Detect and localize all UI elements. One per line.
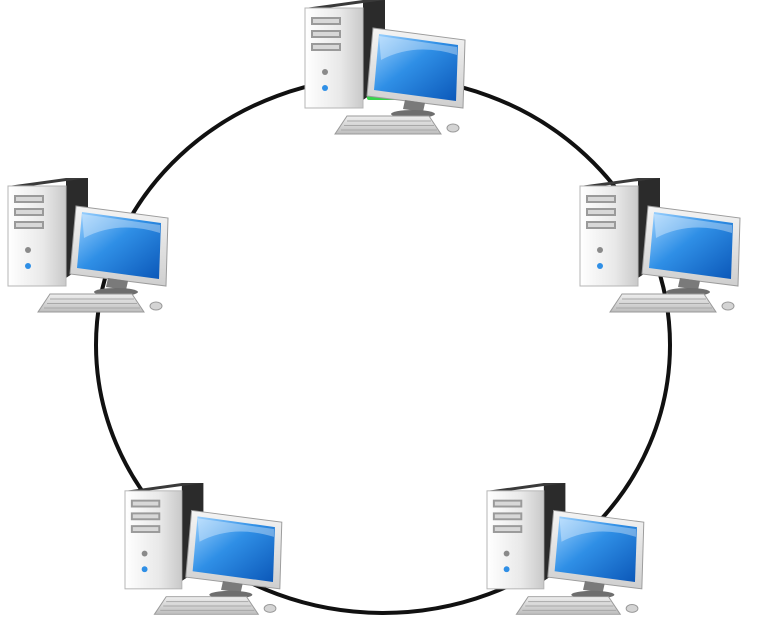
keyboard (334, 115, 442, 135)
desktop-computer-icon (124, 483, 283, 615)
monitor (185, 509, 283, 599)
screen (374, 34, 458, 101)
desktop-computer-icon (579, 178, 741, 313)
computer-node-top (304, 0, 466, 135)
computer-node-bottom-left (124, 483, 283, 615)
monitor (366, 27, 466, 118)
computer-node-left (7, 178, 169, 313)
monitor (69, 205, 169, 296)
monitor (641, 205, 741, 296)
tower-case (304, 0, 385, 109)
desktop-computer-icon (486, 483, 645, 615)
monitor (547, 509, 645, 599)
network-nodes (7, 0, 741, 615)
screen (554, 516, 637, 582)
screen (77, 212, 161, 279)
keyboard (37, 293, 145, 313)
keyboard (153, 596, 260, 615)
keyboard (515, 596, 622, 615)
computer-node-right (579, 178, 741, 313)
keyboard (609, 293, 717, 313)
screen (192, 516, 275, 582)
screen (649, 212, 733, 279)
desktop-computer-icon (304, 0, 466, 135)
computer-node-bottom-right (486, 483, 645, 615)
desktop-computer-icon (7, 178, 169, 313)
